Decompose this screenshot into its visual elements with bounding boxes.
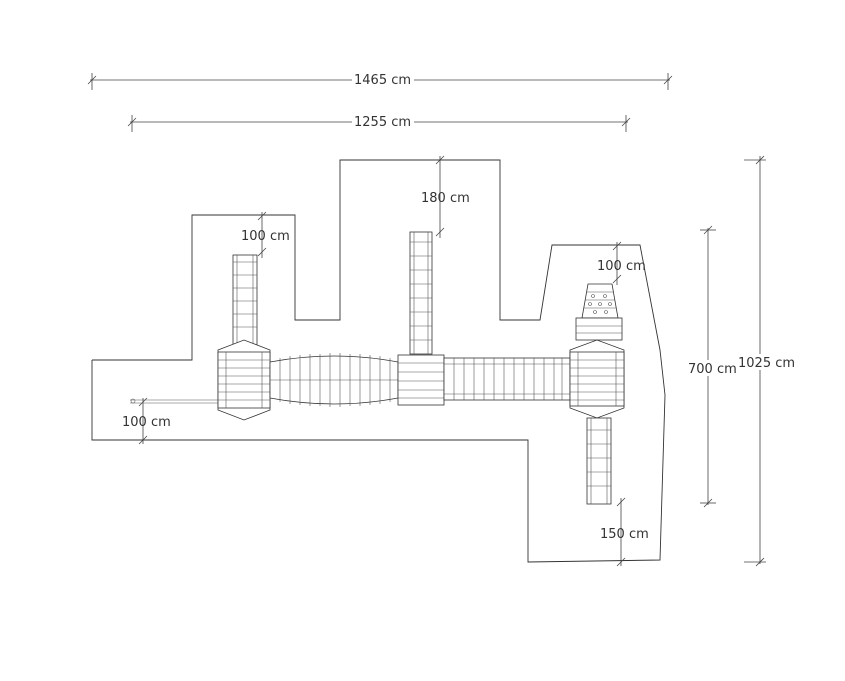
left-tower [217,339,271,421]
top-offset-label: 180 cm [421,191,470,206]
left-side-clearance-dimension: 100 cm [122,397,171,445]
right-slide [586,417,612,505]
right-bottom-clearance-dimension: 150 cm [600,497,649,567]
left-tower-clearance-label: 100 cm [241,229,290,244]
right-climbing-wall [575,283,623,341]
left-tower-clearance-dimension: 100 cm [241,211,290,258]
right-tower-clearance-dimension: 100 cm [597,241,646,285]
left-ladder [232,254,258,346]
center-platform [397,354,445,406]
left-tunnel-bridge [269,353,399,407]
center-ladder [409,231,433,355]
safety-zone-outline [91,159,666,563]
top-offset-dimension: 180 cm [421,155,470,238]
right-height-label: 700 cm [688,362,737,377]
right-height-dimension: 700 cm [686,225,737,508]
inner-width-label: 1255 cm [354,115,411,130]
right-bottom-clearance-label: 150 cm [600,527,649,542]
overall-width-dimension: 1465 cm [87,72,673,90]
inner-width-dimension: 1255 cm [127,114,631,132]
overall-height-label: 1025 cm [738,356,795,371]
overall-width-label: 1465 cm [354,73,411,88]
overall-height-dimension: 1025 cm [737,155,799,567]
left-rope [130,398,218,404]
right-bridge [443,357,571,401]
left-side-clearance-label: 100 cm [122,415,171,430]
right-tower-clearance-label: 100 cm [597,259,646,274]
right-tower [569,339,625,419]
